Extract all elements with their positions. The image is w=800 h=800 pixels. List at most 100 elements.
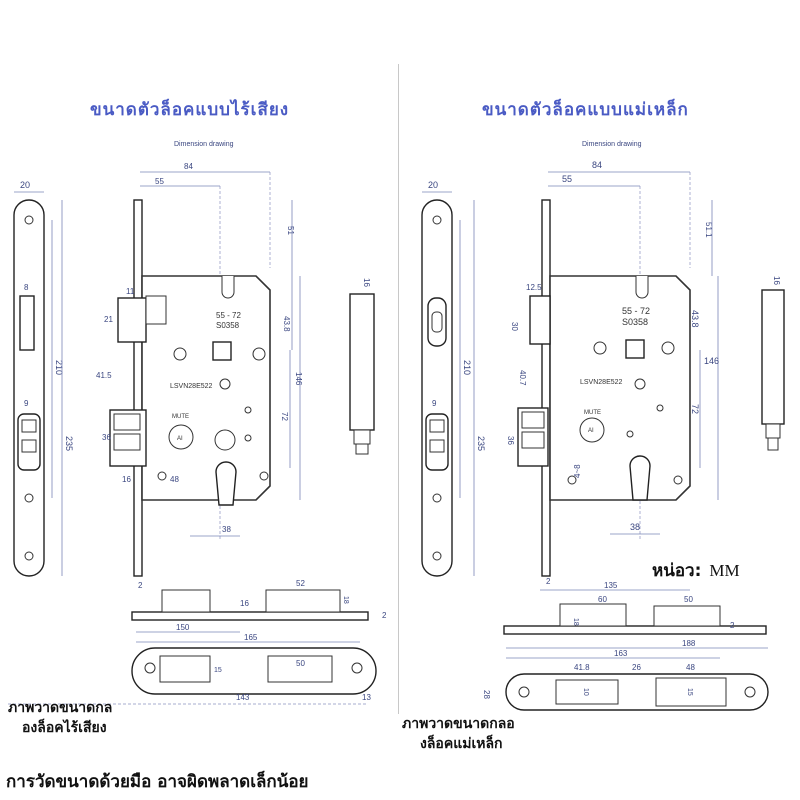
right-dim-strike-15: 15 [686,688,693,696]
caption-right-line2: งล็อคแม่เหล็ก [420,736,503,752]
right-dim-strike-41: 41.8 [574,663,590,672]
footer-note: การวัดขนาดด้วยมือ อาจผิดพลาดเล็กน้อย [6,772,309,792]
right-dim-plate-18: 18 [572,618,579,626]
left-dim-slot: 8 [24,283,29,292]
right-dim-strike-26: 26 [632,663,641,672]
left-dim-strike-50: 50 [296,659,305,668]
right-dim-latch-len: 30 [510,322,519,331]
title-right: ขนาดตัวล็อคแบบแม่เหล็ก [482,100,689,120]
left-front-plate [133,199,143,577]
left-faceplate-screw-top [24,215,34,225]
left-dim-plate-18: 18 [342,596,349,604]
left-dim-strike-143: 143 [236,693,250,702]
right-dim-bottom-edge: 2 [546,577,551,586]
left-faceplate-screw-bottom [24,551,34,561]
unit-value: MM [709,561,740,580]
left-spindle [212,341,232,361]
title-left: ขนาดตัวล็อคแบบไร้เสียง [90,100,290,120]
left-dim-plate-16: 16 [240,599,249,608]
right-spindle [625,339,645,359]
left-ai-badge [168,424,194,450]
left-dim-strike-165: 165 [244,633,258,642]
left-dim-width: 84 [184,162,193,171]
right-badge-ai: AI [588,428,594,434]
left-dim-faceplate-width: 20 [20,180,30,190]
right-latch [529,295,551,345]
right-dim-plate-60: 60 [598,595,607,604]
caption-left-line1: ภาพวาดขนาดกล [8,700,113,716]
unit-label-text: หน่อว: [652,561,702,581]
right-dim-strike-48: 48 [686,663,695,672]
left-latch-slot [19,295,35,351]
right-strike-plate [505,673,769,711]
right-cylinder-hole [629,455,651,501]
right-dim-latch-height: 12.5 [526,283,542,292]
right-side-view [761,289,785,425]
right-lock-drawing: Dimension drawing 84 55 20 9 210 235 51.… [421,141,785,711]
right-plate-top [503,625,767,635]
right-dim-face-length: 235 [476,436,486,451]
left-dim-bolt-width: 16 [122,475,131,484]
right-dim-strike-10: 10 [582,688,589,696]
left-dim-cylinder-height: 48 [170,475,179,484]
left-dim-strike-150: 150 [176,623,190,632]
left-dim-deadbolt: 36 [102,433,111,442]
left-dim-hole-spacing: 210 [54,360,64,375]
left-cylinder-hole [215,461,237,506]
left-dim-side: 16 [362,278,371,287]
right-dim-upper: 43.8 [690,310,700,328]
right-dim-hole-spacing: 210 [462,360,472,375]
right-dim-width: 84 [592,160,602,170]
right-dim-strike-188: 188 [682,639,696,648]
column-divider [398,64,399,714]
right-dim-faceplate-width: 20 [428,180,438,190]
left-badge-mute: MUTE [172,414,189,420]
left-plate-top [131,611,369,621]
left-subtitle: Dimension drawing [174,141,234,148]
left-dim-backset: 55 [155,177,164,186]
left-lock-drawing: Dimension drawing 84 55 20 8 9 210 235 5… [8,141,387,705]
right-dim-strike-163: 163 [614,649,628,658]
left-dim-latch-len: 21 [104,315,113,324]
left-serial: LSVN28E522 [170,383,213,390]
right-dim-backset: 55 [562,174,572,184]
right-model-range: 55 - 72 [622,306,650,316]
right-dim-top: 51.1 [704,222,713,238]
right-badge-mute: MUTE [584,410,601,416]
right-front-plate [541,199,551,577]
left-dim-strike-13: 13 [362,693,371,702]
left-model-code: S0358 [216,321,240,330]
right-dim-deadbolt: 36 [506,436,515,445]
unit-label: หน่อว: MM [652,557,740,584]
left-dim-top: 51 [286,226,295,235]
right-lock-body [549,275,691,501]
right-dim-side: 16 [772,276,781,285]
caption-right-line1: ภาพวาดขนาดกลอ [402,716,515,732]
left-dim-face-length: 235 [64,436,74,451]
right-dim-button: 9 [432,399,437,408]
caption-left: ภาพวาดขนาดกล องล็อคไร้เสียง [8,698,112,738]
left-badge-ai: AI [177,436,183,442]
left-dim-strike-15: 15 [214,667,222,674]
left-model-range: 55 - 72 [216,311,241,320]
right-dim-strike-28: 28 [482,690,491,699]
left-dim-cylinder-width: 38 [222,525,231,534]
left-dim-strike-2: 2 [382,611,387,620]
left-faceplate [13,199,45,577]
right-ai-badge [579,417,605,443]
left-dim-latch-height: 11 [126,287,135,296]
caption-left-line2: องล็อคไร้เสียง [22,720,107,736]
left-dim-upper: 43.8 [282,316,291,332]
left-dim-latch-pos: 41.5 [96,371,112,380]
caption-right: ภาพวาดขนาดกลอ งล็อคแม่เหล็ก [402,714,515,754]
left-dim-button: 9 [24,399,29,408]
right-dim-body: 146 [704,356,719,366]
left-lock-body [141,275,271,501]
right-dim-lower: 72 [690,404,700,414]
right-faceplate [421,199,453,577]
right-dim-cylinder-width: 38 [630,522,640,532]
right-dim-plate-135: 135 [604,581,618,590]
left-dim-bottom-edge: 2 [138,581,143,590]
right-model-code: S0358 [622,317,648,327]
